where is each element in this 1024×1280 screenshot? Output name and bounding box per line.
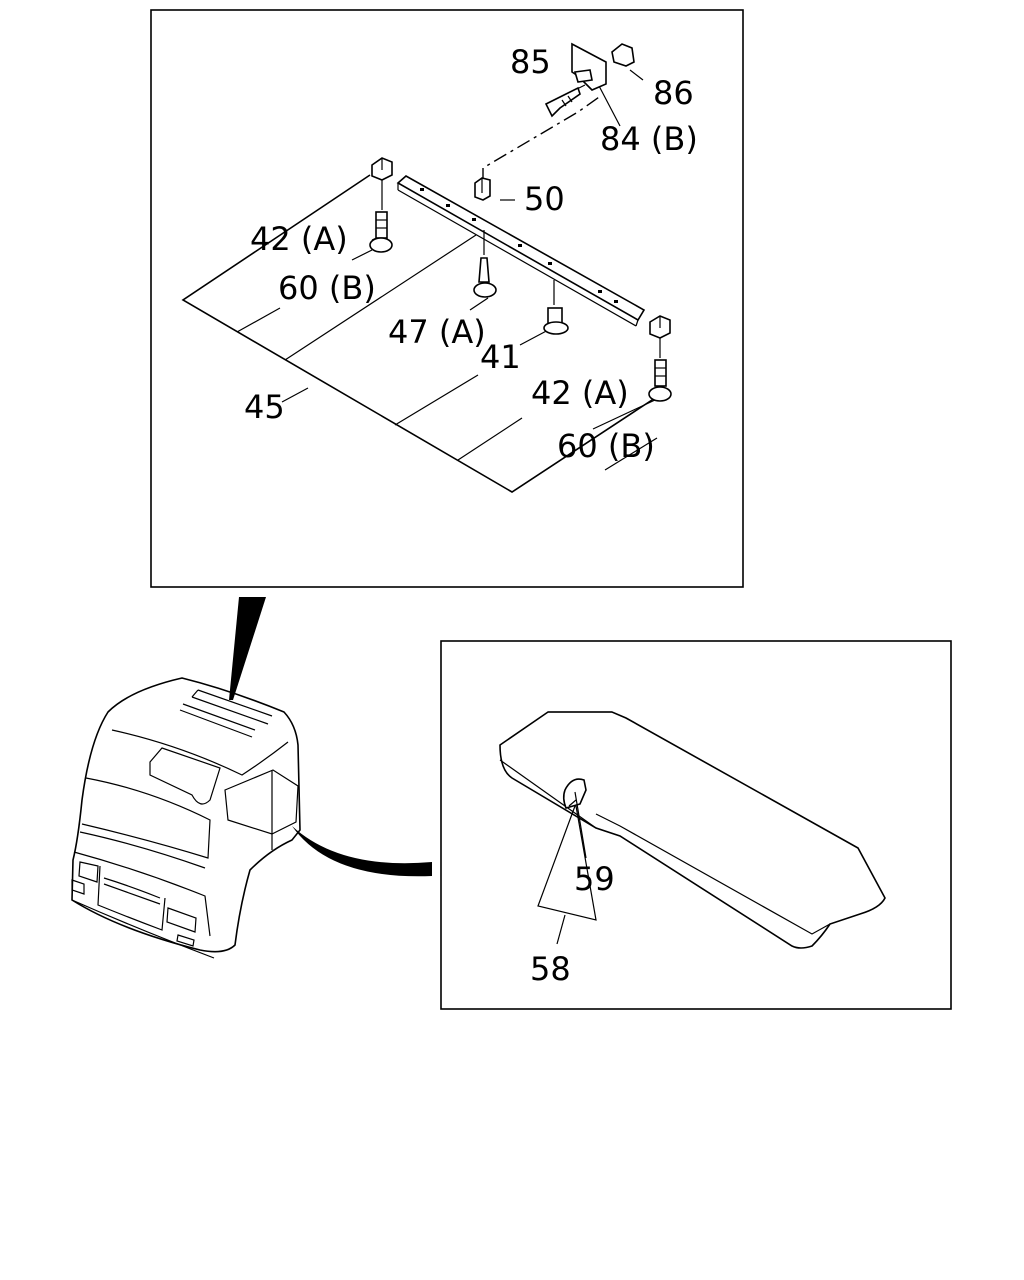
visor-clip-59 <box>562 778 587 859</box>
right-detail-panel: 59 58 <box>440 640 952 1010</box>
bracket-assembly <box>544 42 635 118</box>
callout-42a-right: 42 (A) <box>531 374 629 412</box>
callout-84b: 84 (B) <box>600 120 698 158</box>
screw-47a <box>473 230 497 298</box>
sun-visor <box>499 711 886 949</box>
callout-45: 45 <box>244 388 285 426</box>
callout-41: 41 <box>480 338 521 376</box>
truck-cab-drawing <box>71 677 301 959</box>
callout-58: 58 <box>530 950 571 988</box>
pointer-to-right-detail <box>292 826 432 877</box>
mounting-plane-outline <box>181 174 656 493</box>
grommet-41 <box>543 280 569 335</box>
right-detail-frame <box>440 640 952 1010</box>
bolt-60b-right <box>648 338 672 402</box>
connector-dash-line <box>482 94 603 182</box>
pointer-to-top-detail <box>229 597 266 700</box>
callout-85: 85 <box>510 43 551 81</box>
bolt-60b-left <box>369 180 393 253</box>
callout-86: 86 <box>653 74 694 112</box>
callout-47a: 47 (A) <box>388 313 486 351</box>
callout-60b-left: 60 (B) <box>278 269 376 307</box>
leader-58 <box>537 805 597 921</box>
roof-rail <box>396 175 646 327</box>
callout-60b-right: 60 (B) <box>557 427 655 465</box>
top-detail-panel: 85 86 84 (B) 50 42 (A) 60 (B) 47 (A) 41 … <box>150 9 744 588</box>
nut-42a-right <box>649 315 671 339</box>
callout-50: 50 <box>524 180 565 218</box>
nut-42a-left <box>371 157 393 181</box>
callout-42a-left: 42 (A) <box>250 220 348 258</box>
clip-50 <box>474 177 491 201</box>
callout-59: 59 <box>574 860 615 898</box>
top-detail-frame <box>150 9 744 588</box>
